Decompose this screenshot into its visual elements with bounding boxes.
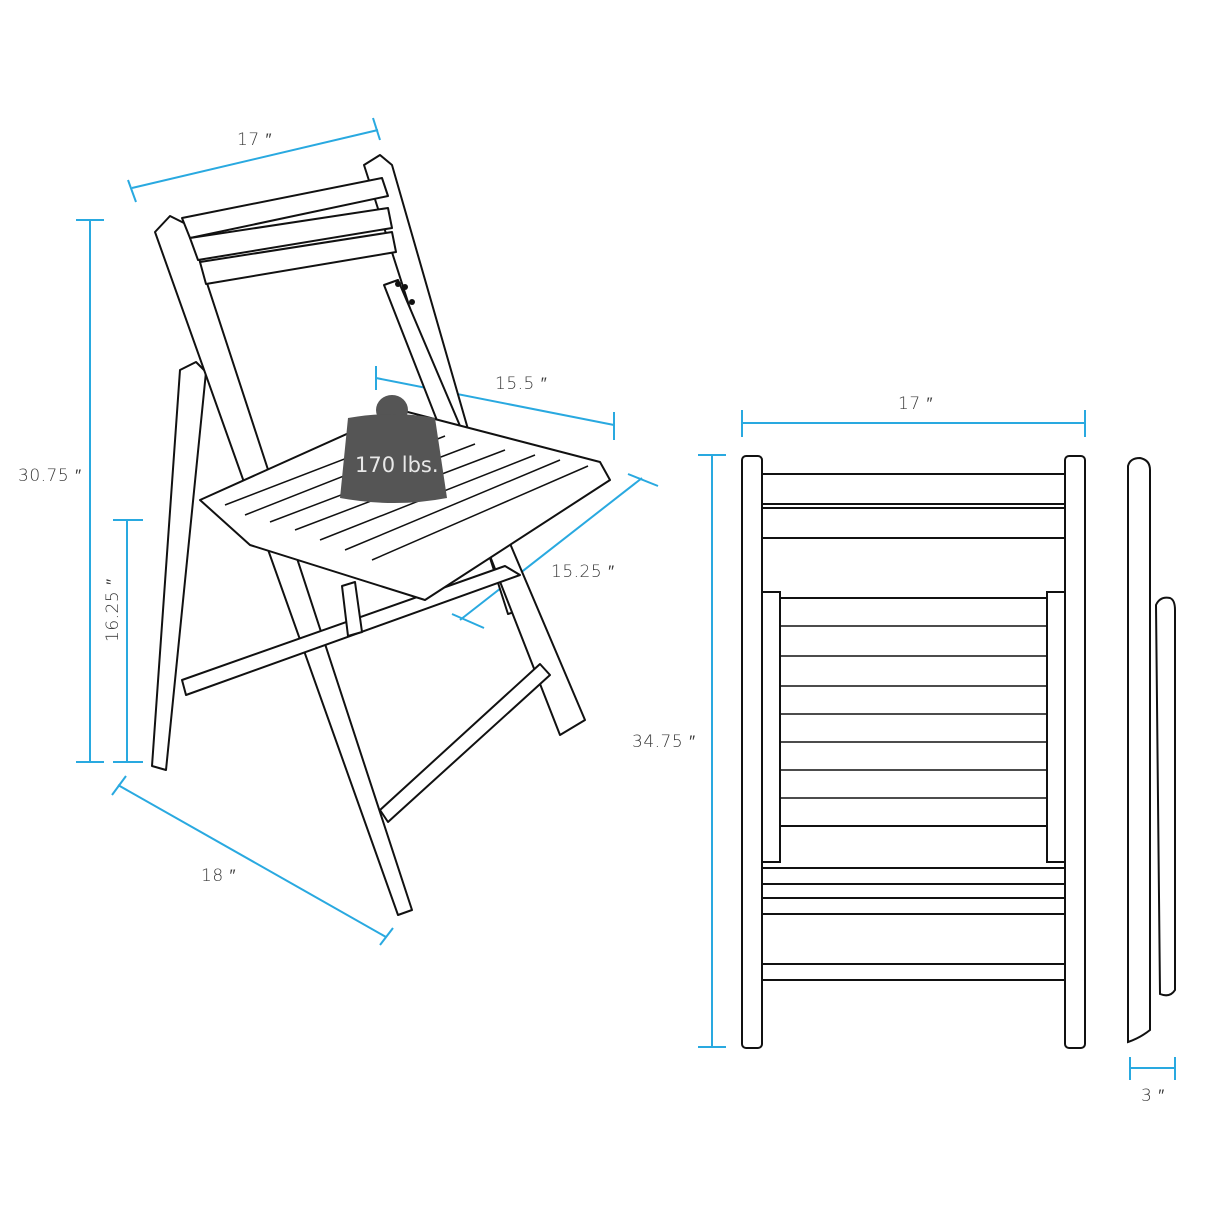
seat-width-label: 15.5 ″ bbox=[495, 374, 548, 394]
open-height-label: 30.75 ″ bbox=[18, 466, 82, 486]
weight-capacity-label: 170 lbs. bbox=[355, 453, 439, 477]
seat-height-label: 16.25 ″ bbox=[103, 578, 123, 642]
folded-thickness-label: 3 ″ bbox=[1141, 1086, 1165, 1106]
hinge-rivets bbox=[395, 281, 415, 305]
weight-icon bbox=[340, 395, 447, 503]
open-width-label: 17 ″ bbox=[237, 130, 273, 150]
open-chair-outline bbox=[151, 154, 611, 916]
dimension-lines bbox=[76, 117, 1176, 1080]
folded-slats bbox=[780, 625, 1047, 799]
folded-height-label: 34.75 ″ bbox=[632, 732, 696, 752]
open-depth-label: 18 ″ bbox=[201, 866, 237, 886]
folded-width-label: 17 ″ bbox=[898, 394, 934, 414]
folded-side-outline bbox=[1127, 456, 1176, 1044]
folded-front-outline bbox=[741, 455, 1086, 1049]
seat-depth-label: 15.25 ″ bbox=[551, 562, 615, 582]
